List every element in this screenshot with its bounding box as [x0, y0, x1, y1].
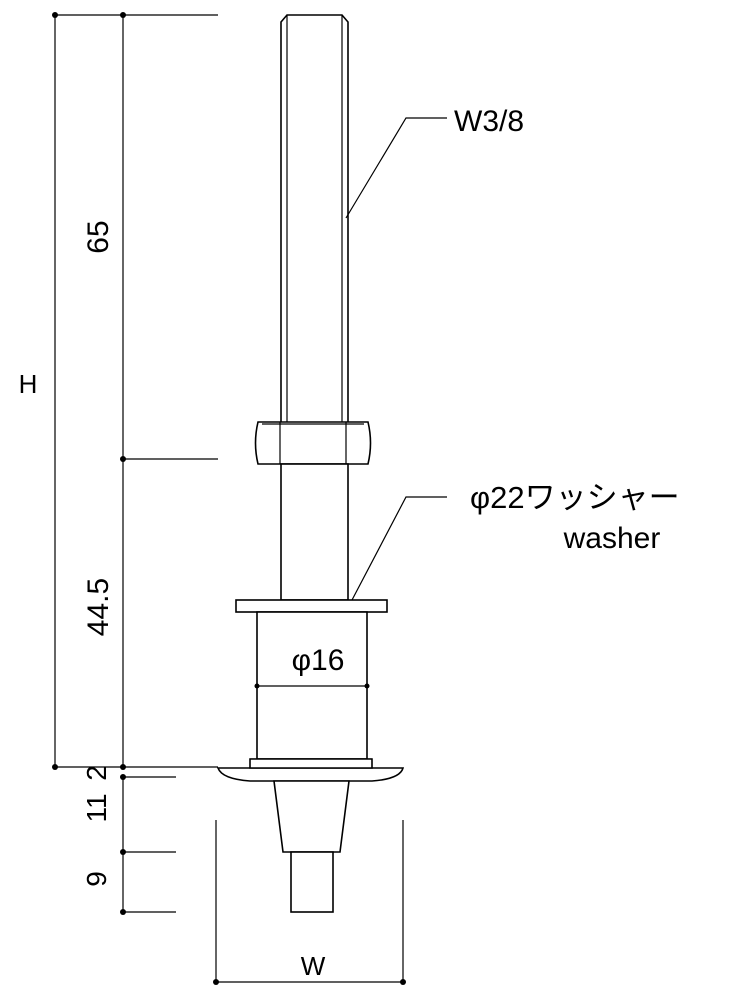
dim-dot	[120, 456, 126, 462]
flange-top	[249, 758, 373, 769]
pin	[290, 851, 334, 913]
label-2: 2	[81, 765, 112, 781]
leveling-bolt	[216, 14, 405, 913]
label-W: W	[301, 951, 326, 981]
dim-dot	[364, 683, 370, 689]
dimension-lines	[52, 12, 406, 985]
dim-dot	[400, 979, 406, 985]
label-washer-en: washer	[563, 522, 661, 555]
label-44-5: 44.5	[82, 578, 115, 636]
leader-thread-spec	[345, 117, 447, 219]
label-phi16: φ16	[292, 644, 345, 677]
label-9: 9	[81, 871, 112, 887]
cone	[273, 780, 350, 853]
dim-dot	[120, 909, 126, 915]
dim-dot	[120, 764, 126, 770]
hex-nut	[254, 421, 372, 465]
threaded-rod	[280, 14, 349, 426]
dim-dot	[52, 12, 58, 18]
label-H: H	[19, 369, 38, 399]
dim-dot	[213, 979, 219, 985]
leader-washer	[351, 496, 447, 601]
label-thread-spec: W3/8	[454, 105, 524, 138]
dim-dot	[120, 774, 126, 780]
rod-lower	[280, 463, 349, 601]
leader-lines	[345, 117, 447, 601]
label-65: 65	[82, 220, 115, 253]
base-flange	[216, 767, 405, 782]
dim-dot	[120, 12, 126, 18]
dim-dot	[120, 849, 126, 855]
dim-dot	[254, 683, 260, 689]
labels: H 65 44.5 2 11 9 W W3/8 φ22ワッシャー washer …	[19, 105, 680, 981]
label-11: 11	[81, 793, 112, 822]
label-washer-jp: φ22ワッシャー	[470, 480, 680, 515]
washer	[235, 599, 388, 613]
dim-dot	[52, 764, 58, 770]
